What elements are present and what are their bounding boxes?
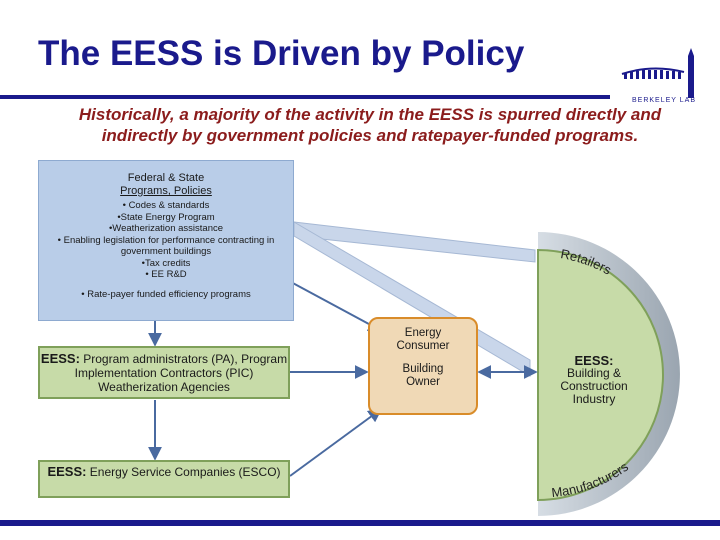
policy-heading-line1: Federal & State: [127, 172, 205, 184]
bottom-rule: [0, 520, 720, 526]
esco-text: Energy Service Companies (ESCO): [86, 465, 281, 479]
industry-line2: Construction: [560, 379, 628, 393]
berkeley-lab-logo: [621, 48, 694, 98]
policy-item-last: • Rate-payer funded efficiency programs: [81, 288, 251, 300]
industry-heading: EESS:: [574, 353, 614, 368]
pa-text: Program administrators (PA), Program Imp…: [74, 352, 288, 394]
title-rule: [0, 95, 610, 99]
policy-item: • Codes & standards: [122, 200, 210, 211]
industry-line3: Industry: [572, 392, 616, 406]
policy-box: Federal & State Programs, Policies • Cod…: [38, 160, 294, 321]
esco-lead: EESS:: [47, 464, 87, 479]
industry-label: EESS: Building & Construction Industry: [546, 354, 642, 406]
logo-text: BERKELEY LAB: [631, 97, 696, 104]
policy-item: • EE R&D: [145, 269, 187, 280]
consumer-line1: Energy: [404, 327, 442, 339]
program-administrators-box: EESS: Program administrators (PA), Progr…: [38, 346, 290, 399]
policy-item: •State Energy Program: [117, 211, 215, 223]
pa-lead: EESS:: [40, 351, 80, 366]
policy-item: •Tax credits: [141, 257, 191, 269]
policy-heading-line2: Programs, Policies: [120, 185, 212, 197]
slide-title: The EESS is Driven by Policy: [38, 34, 525, 73]
consumer-line3: Building: [402, 363, 444, 375]
esco-box: EESS: Energy Service Companies (ESCO): [38, 460, 290, 498]
industry-outer-band: [538, 232, 680, 516]
industry-line1: Building &: [566, 366, 622, 380]
policy-item: •Weatherization assistance: [108, 223, 224, 234]
energy-consumer-box: Energy Consumer Building Owner: [368, 317, 478, 415]
consumer-line4: Owner: [406, 376, 440, 388]
policy-item: • Enabling legislation for performance c…: [57, 234, 275, 258]
industry-half-circle: [537, 248, 664, 502]
slide-subtitle: Historically, a majority of the activity…: [78, 105, 662, 145]
consumer-line2: Consumer: [396, 340, 450, 352]
